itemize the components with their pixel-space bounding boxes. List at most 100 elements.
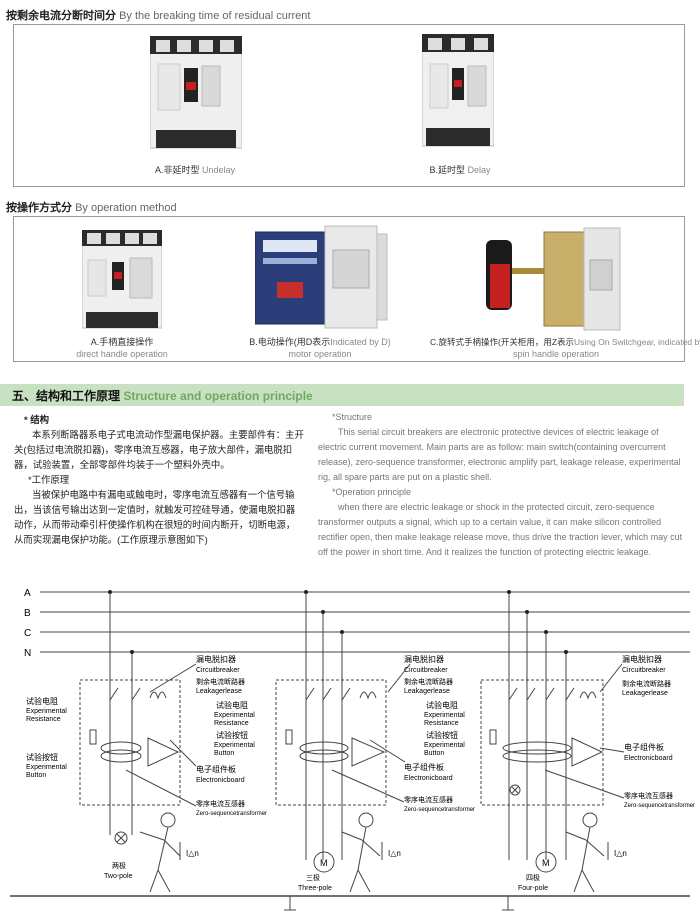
two-pole-residual-release-cn: 剩余电流断路器 — [196, 677, 245, 686]
en-structure-heading: *Structure — [332, 412, 373, 422]
section2-title: 按操作方式分 By operation method — [6, 199, 177, 215]
section2-title-cn: 按操作方式分 — [6, 202, 72, 214]
three-pole-current: I△n — [388, 849, 401, 858]
caption-delay-en: Delay — [467, 165, 491, 175]
four-pole-residual-release-cn: 剩余电流断路器 — [622, 679, 671, 688]
three-pole-residual-release-cn: 剩余电流断路器 — [404, 677, 453, 686]
three-pole-leakage-release-cn: 漏电脱扣器 — [404, 654, 444, 664]
four-pole-exp-button-en2: Button — [424, 750, 444, 757]
en-text-block: *Structure This serial circuit breakers … — [318, 410, 688, 560]
four-pole-motor: M — [542, 858, 550, 868]
two-pole-exp-resistance-cn: 试验电阻 — [26, 696, 58, 706]
caption-undelay-en: Undelay — [202, 165, 236, 175]
three-pole-exp-resistance-en2: Resistance — [214, 720, 249, 727]
breaker-spin-handle-image — [486, 227, 621, 331]
four-pole-current: I△n — [614, 849, 627, 858]
section2-panel — [13, 216, 685, 362]
three-pole-circuit-breaker-en: Circuitbreaker — [404, 667, 448, 674]
caption-handle-en: direct handle operation — [76, 349, 168, 359]
three-pole-exp-button-cn: 试验按钮 — [216, 730, 248, 740]
four-pole-leakage-release-en: Leakagerlease — [622, 690, 668, 697]
cn-structure-heading: * 结构 — [24, 414, 50, 425]
two-pole-name-cn: 两极 — [112, 861, 126, 870]
two-pole-exp-button-cn: 试验按钮 — [26, 752, 58, 762]
three-pole-leakage-release-en: Leakagerlease — [404, 688, 450, 695]
four-pole-circuit-breaker-en: Circuitbreaker — [622, 667, 666, 674]
four-pole-transformer-cn: 零序电流互感器 — [624, 791, 673, 800]
breaker-handle-image — [82, 230, 162, 329]
four-pole-exp-button-cn: 试验按钮 — [426, 730, 458, 740]
two-pole-leakage-release-en: Leakagerlease — [196, 688, 242, 695]
caption-motor: B.电动操作(用D表示Indicated by D) motor operati… — [225, 336, 415, 360]
two-pole-exp-resistance-en1: Experimental — [26, 708, 67, 715]
bus-label-b: B — [24, 608, 31, 619]
section3-title: 五、结构和工作原理 Structure and operation princi… — [12, 387, 313, 404]
two-pole-name-en: Two-pole — [104, 873, 133, 880]
two-pole-leakage-release-cn: 漏电脱扣器 — [196, 654, 236, 664]
wiring-diagram: A B C N 漏电脱扣器 Circuitbreaker 剩余电流断路器 Lea… — [10, 588, 695, 911]
four-pole-name-en: Four-pole — [518, 885, 548, 892]
four-pole-board-en: Electronicboard — [624, 755, 673, 762]
three-pole-exp-resistance-cn: 试验电阻 — [216, 700, 248, 710]
two-pole-current: I△n — [186, 849, 199, 858]
three-pole-transformer-en: Zero-sequencetransformer — [404, 807, 475, 813]
two-pole-exp-button-en1: Experimental — [26, 764, 67, 771]
two-pole-transformer-en: Zero-sequencetransformer — [196, 811, 267, 817]
caption-spin-cn: C.旋转式手柄操作(开关柜用，用Z表示 — [430, 337, 575, 347]
two-pole-board-cn: 电子组件板 — [196, 764, 236, 774]
four-pole-exp-resistance-en2: Resistance — [424, 720, 459, 727]
four-pole-exp-resistance-cn: 试验电阻 — [426, 700, 458, 710]
bus-label-n: N — [24, 648, 31, 659]
three-pole-transformer-cn: 零序电流互感器 — [404, 795, 453, 804]
two-pole-circuit-breaker-en: Circuitbreaker — [196, 667, 240, 674]
two-pole-exp-resistance-en2: Resistance — [26, 716, 61, 723]
cn-principle-heading: *工作原理 — [28, 474, 70, 485]
en-structure-paragraph: This serial circuit breakers are electro… — [318, 427, 681, 482]
caption-motor-cn-b: Indicated by D) — [330, 337, 391, 347]
three-pole-exp-button-en1: Experimental — [214, 742, 255, 749]
two-pole-board-en: Electronicboard — [196, 777, 245, 784]
three-pole-exp-button-en2: Button — [214, 750, 234, 757]
caption-delay: B.延时型 Delay — [400, 163, 520, 176]
four-pole-board-cn: 电子组件板 — [624, 742, 664, 752]
caption-handle: A.手柄直接操作 direct handle operation — [52, 336, 192, 360]
section3-title-en: Structure and operation principle — [123, 389, 313, 403]
section2-title-en: By operation method — [75, 202, 177, 214]
caption-undelay-cn: A.非延时型 — [154, 165, 200, 175]
breaker-motor-image — [255, 225, 388, 329]
breaker-undelay-image — [150, 36, 242, 149]
section1-panel — [13, 24, 685, 187]
en-principle-paragraph: when there are electric leakage or shock… — [318, 502, 683, 557]
four-pole-exp-button-en1: Experimental — [424, 742, 465, 749]
four-pole-transformer-en: Zero-sequencetransformer — [624, 803, 695, 809]
two-pole-transformer-cn: 零序电流互感器 — [196, 799, 245, 808]
three-pole-name-cn: 三极 — [306, 873, 320, 882]
bus-label-c: C — [24, 628, 31, 639]
section3-title-cn: 五、结构和工作原理 — [12, 389, 121, 403]
section3-banner: 五、结构和工作原理 Structure and operation princi… — [0, 384, 684, 406]
cn-structure-paragraph: 本系列断路器系电子式电流动作型漏电保护器。主要部件有：主开关(包括过电流脱扣器)… — [14, 429, 304, 470]
caption-spin-cn-b: Using On Switchgear, indicated by Z) — [574, 337, 700, 347]
four-pole-leakage-release-cn: 漏电脱扣器 — [622, 654, 662, 664]
caption-delay-cn: B.延时型 — [429, 165, 465, 175]
bus-label-a: A — [24, 588, 31, 599]
caption-motor-en: motor operation — [288, 349, 352, 359]
caption-handle-cn: A.手柄直接操作 — [90, 337, 154, 347]
three-pole-motor: M — [320, 858, 328, 868]
section1-title-cn: 按剩余电流分断时间分 — [6, 10, 116, 22]
en-principle-heading: *Operation principle — [332, 487, 412, 497]
section1-title-en: By the breaking time of residual current — [119, 10, 311, 22]
three-pole-board-en: Electronicboard — [404, 775, 453, 782]
two-pole-exp-button-en2: Button — [26, 772, 46, 779]
three-pole-name-en: Three-pole — [298, 885, 332, 892]
cn-principle-paragraph: 当被保护电路中有漏电或触电时，零序电流互感器有一个信号输出，当该信号输出达到一定… — [14, 489, 296, 545]
four-pole-name-cn: 四极 — [526, 873, 540, 882]
three-pole-exp-resistance-en1: Experimental — [214, 712, 255, 719]
caption-spin: C.旋转式手柄操作(开关柜用，用Z表示Using On Switchgear, … — [430, 336, 700, 360]
four-pole-exp-resistance-en1: Experimental — [424, 712, 465, 719]
section1-title: 按剩余电流分断时间分 By the breaking time of resid… — [6, 7, 310, 23]
breaker-delay-image — [422, 34, 494, 147]
caption-spin-en: spin handle operation — [512, 349, 600, 359]
caption-motor-cn: B.电动操作(用D表示 — [249, 337, 331, 347]
three-pole-board-cn: 电子组件板 — [404, 762, 444, 772]
